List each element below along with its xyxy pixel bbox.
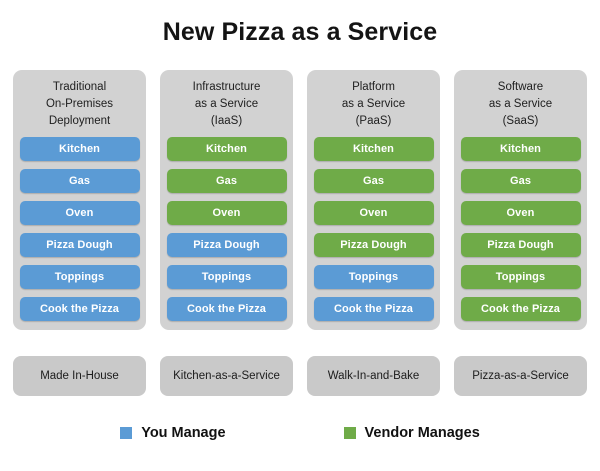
page-title: New Pizza as a Service (162, 18, 438, 46)
service-item[interactable]: Gas (313, 169, 434, 193)
service-item[interactable]: Oven (166, 201, 287, 225)
service-column-2: Infrastructure as a Service (IaaS) Kitche… (160, 70, 293, 330)
legend-item: You Manage (120, 425, 226, 441)
service-item[interactable]: Pizza Dough (313, 233, 434, 257)
service-item[interactable]: Cook the Pizza (166, 297, 287, 321)
legend-label: You Manage (141, 425, 226, 441)
service-item[interactable]: Gas (19, 169, 140, 193)
service-item[interactable]: Cook the Pizza (313, 297, 434, 321)
service-model-footers: Made In-House Kitchen-as-a-Service Walk-In… (13, 356, 587, 396)
service-item[interactable]: Kitchen (19, 137, 140, 161)
service-item[interactable]: Toppings (166, 265, 287, 289)
service-item[interactable]: Gas (460, 169, 581, 193)
service-panel: Infrastructure as a Service (IaaS) Kitche… (160, 70, 293, 330)
service-footer-label: Pizza-as-a-Service (454, 356, 587, 396)
service-item[interactable]: Oven (313, 201, 434, 225)
legend-item: Vendor Manages (343, 425, 480, 441)
service-item[interactable]: Oven (19, 201, 140, 225)
legend-label: Vendor Manages (364, 425, 480, 441)
service-item[interactable]: Oven (460, 201, 581, 225)
service-item[interactable]: Cook the Pizza (460, 297, 581, 321)
service-item[interactable]: Gas (166, 169, 287, 193)
service-item[interactable]: Pizza Dough (460, 233, 581, 257)
service-item[interactable]: Cook the Pizza (19, 297, 140, 321)
service-panel-title: Software as a Service (SaaS) (488, 81, 553, 127)
service-footer-label: Walk-In-and-Bake (307, 356, 440, 396)
service-item[interactable]: Kitchen (166, 137, 287, 161)
legend-swatch-icon (120, 427, 133, 439)
service-item[interactable]: Kitchen (460, 137, 581, 161)
service-panel-title: Traditional On-Premises Deployment (45, 81, 114, 127)
service-item[interactable]: Toppings (313, 265, 434, 289)
service-item[interactable]: Kitchen (313, 137, 434, 161)
service-item[interactable]: Toppings (460, 265, 581, 289)
service-item[interactable]: Pizza Dough (19, 233, 140, 257)
service-footer-label: Made In-House (13, 356, 146, 396)
service-footer-label: Kitchen-as-a-Service (160, 356, 293, 396)
service-item[interactable]: Pizza Dough (166, 233, 287, 257)
service-panel-title: Platform as a Service (PaaS) (341, 81, 406, 127)
legend-swatch-icon (343, 427, 356, 439)
service-item[interactable]: Toppings (19, 265, 140, 289)
legend: You Manage Vendor Manages (0, 425, 600, 441)
service-panel-title: Infrastructure as a Service (IaaS) (192, 81, 261, 127)
